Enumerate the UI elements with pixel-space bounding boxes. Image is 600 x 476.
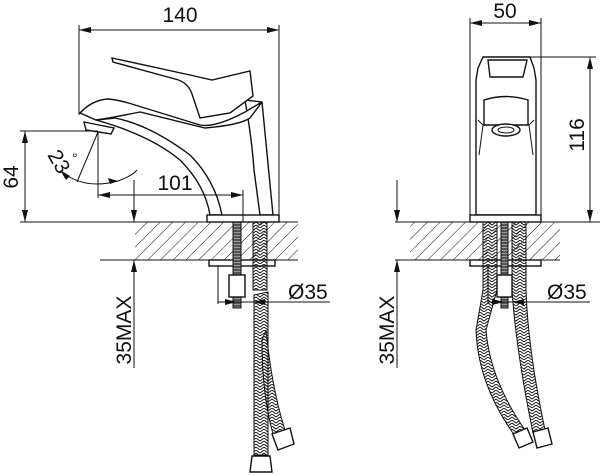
front-width-dimension-label: 50 [493,0,516,23]
front-hole-diameter-label: Ø35 [547,281,587,304]
reach-dimension-label: 101 [157,172,192,195]
width-dimension-label: 140 [162,4,197,27]
faucet-body-front [469,56,542,223]
front-height-dimension-label: 116 [566,118,589,151]
front-view: 50 116 35MAX Ø35 [376,0,600,449]
height-dimension-label: 64 [0,165,23,189]
countertop-section [20,221,298,261]
side-view: 140 64 101 23 ° 35MAX Ø35 [0,4,330,473]
dimension-lines-front [394,18,596,368]
hole-diameter-label: Ø35 [288,281,328,304]
mounting-hardware [208,221,295,473]
angle-dimension-label: 23 [43,146,75,178]
dimension-lines [20,25,330,368]
counter-thickness-label: 35MAX [113,296,136,365]
degree-symbol: ° [72,150,78,166]
front-counter-thickness-label: 35MAX [376,296,399,365]
